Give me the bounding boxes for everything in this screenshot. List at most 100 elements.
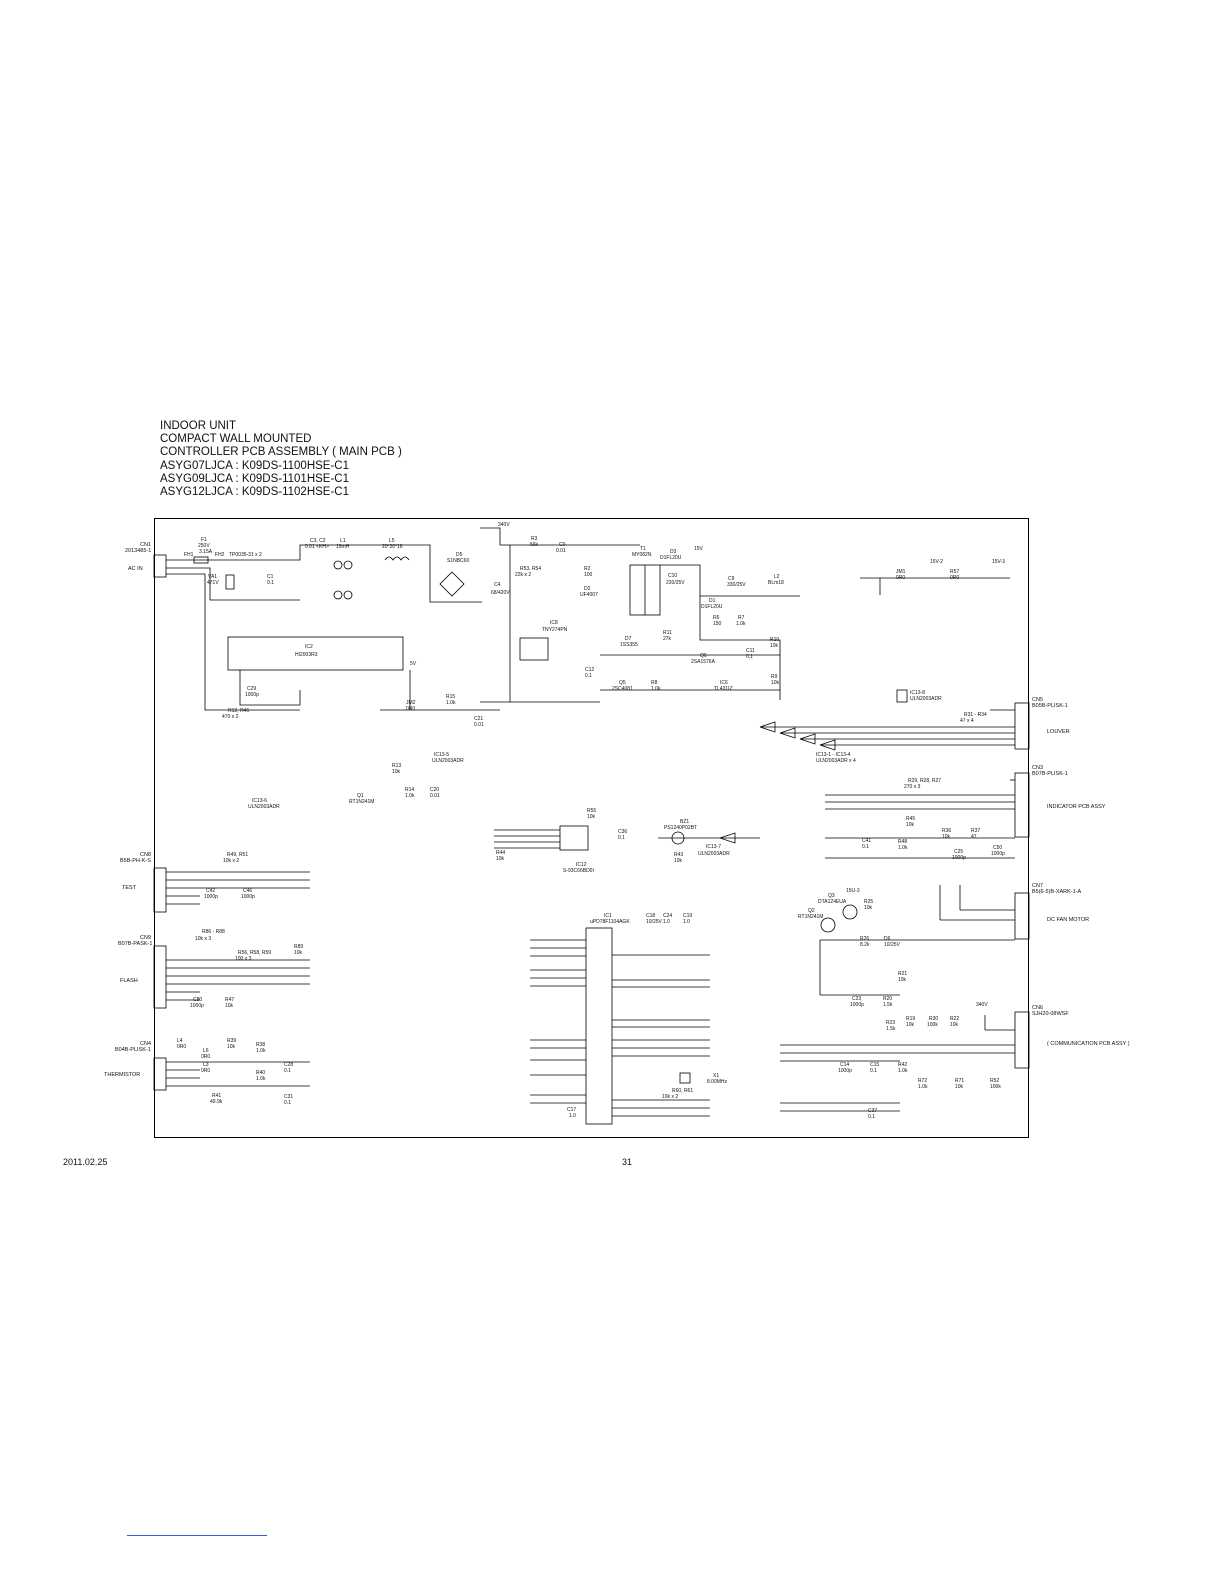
cn8-function: TEST [122,885,137,891]
comp-value: 10/25V [884,942,901,948]
comp-ref: R29, R28, R27 [908,778,941,784]
comp-ref: R3 [531,536,538,542]
comp-value: 250V [198,543,210,549]
comp-ref: C18 [646,913,655,919]
comp-ref: D7 [625,636,632,642]
comp-ref: FH1 [184,552,194,558]
cn6-ref: CN6 [1032,1005,1043,1011]
comp-value: 1.0k [256,1048,266,1054]
comp-value: 1000p [245,692,259,698]
comp-value: 22k x 2 [515,572,531,578]
title-block: INDOOR UNIT COMPACT WALL MOUNTED CONTROL… [160,420,402,499]
comp-ref: R26 [860,936,869,942]
comp-value: 1.0k [736,621,746,627]
comp-value: ULN2003ADR [910,696,942,702]
comp-value: 10k x 2 [223,858,239,864]
comp-value: 1.0k [898,845,908,851]
comp-ref: IC2 [305,644,313,650]
comp-ref: IC13-1 - IC13-4 [816,752,851,758]
comp-ref: R38 [256,1042,265,1048]
title-line: COMPACT WALL MOUNTED [160,433,312,446]
cn3-body [1014,772,1030,838]
comp-value: 1.0k [918,1084,928,1090]
comp-ref: Q1 [357,793,364,799]
comp-ref: R14 [405,787,414,793]
comp-ref: L6 [203,1048,209,1054]
comp-ref: D1 [709,598,716,604]
comp-ref: IC12 [576,862,587,868]
page-number: 31 [622,1157,633,1167]
comp-ref: L4 [177,1038,183,1044]
comp-ref: C15 [870,1062,879,1068]
comp-value: 270 x 3 [904,784,921,790]
comp-value: 8.00MHz [707,1079,728,1085]
comp-value: 0R0 [177,1044,186,1050]
comp-ref: C4 [494,582,501,588]
comp-ref: R44 [496,850,505,856]
comp-ref: FH2 [215,552,225,558]
cn1-part: 2013485-1 [125,548,151,554]
comp-ref: R47 [225,997,234,1003]
comp-value: RT1N241M [349,799,374,805]
cn5-ref: CN5 [1032,697,1043,703]
comp-ref: Q5 [619,680,626,686]
comp-value: PS1240P02BT [664,825,697,831]
comp-value: 0.1 [618,835,625,841]
cn5-body [1014,702,1030,750]
comp-ref: R30 [929,1016,938,1022]
comp-value: 10k [950,1022,959,1028]
comp-ref: R42 [898,1062,907,1068]
comp-value: 1000p [190,1003,204,1009]
comp-value: 10k x 3 [195,936,211,942]
comp-ref: R60, R61 [672,1088,693,1094]
comp-value: 49.9k [210,1099,223,1105]
comp-value: 0.1 [746,654,753,660]
cn1-function: AC IN [128,566,143,572]
comp-ref: R37 [971,828,980,834]
comp-ref: D2 [584,586,591,592]
comp-ref: L3 [203,1062,209,1068]
cn9-part: B07B-PASK-1 [118,941,152,947]
comp-ref: X1 [713,1073,719,1079]
comp-value: ULN2003ADR x 4 [816,758,856,764]
cn7-ref: CN7 [1032,883,1043,889]
cn7-body [1014,892,1030,940]
comp-value: 1000p [241,894,255,900]
comp-value: 0R0 [406,706,415,712]
comp-value: 0.1 [868,1114,875,1120]
comp-ref: R31 - R34 [964,712,987,718]
comp-ref: C24 [663,913,672,919]
comp-value: 100k [990,1084,1001,1090]
comp-value: 10k [898,977,907,983]
comp-value: 1000p [204,894,218,900]
comp-value: 0R0 [201,1054,210,1060]
title-line: INDOOR UNIT [160,420,237,432]
comp-value: 1.5k [883,1002,893,1008]
rail-label: 340V [976,1002,988,1008]
comp-value: 0R0 [896,575,905,581]
comp-ref: C28 [284,1062,293,1068]
comp-value: ULN2003ADR [248,804,280,810]
cn8-ref: CN8 [140,852,151,858]
cn4-ref: CN4 [140,1041,151,1047]
comp-value: 10k [942,834,951,840]
comp-value: 2SA1576A [691,659,716,665]
comp-ref: C23 [852,996,861,1002]
comp-ref: R12, R46 [228,708,249,714]
comp-value: 10k [496,856,505,862]
comp-ref: T1 [640,546,646,552]
comp-ref: C9 [728,576,735,582]
comp-ref: C20 [430,787,439,793]
comp-ref: R6 [713,615,720,621]
comp-ref: R71 [955,1078,964,1084]
comp-value: 0R0 [201,1068,210,1074]
comp-value: 10k [674,858,683,864]
cn5-function: LOUVER [1047,729,1070,735]
comp-value: 56k [530,542,539,548]
cn1-body [153,554,167,578]
comp-ref: R53, R54 [520,566,541,572]
comp-ref: C10 [668,573,677,579]
comp-value: 0.01 <KH> [305,544,329,550]
cn9-ref: CN9 [140,935,151,941]
